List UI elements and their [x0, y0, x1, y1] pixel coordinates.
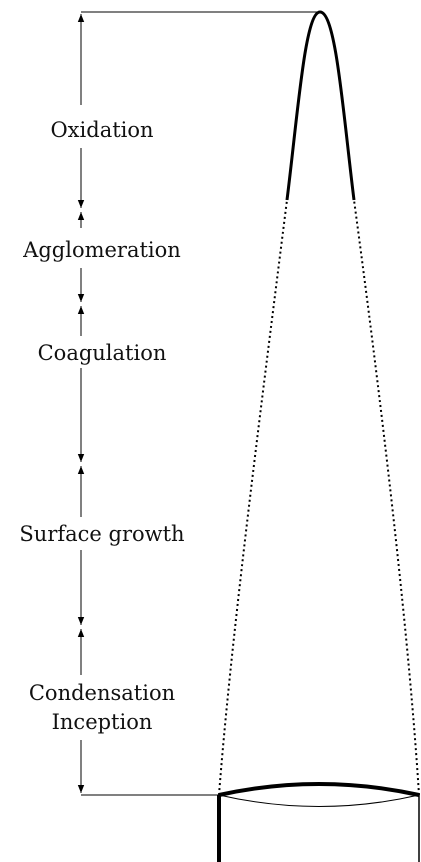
- stage-label-condensation: Condensation: [29, 681, 175, 705]
- flame-right-dotted-edge: [353, 199, 420, 796]
- stage-label-oxidation: Oxidation: [50, 118, 153, 142]
- stage-label-agglomeration: Agglomeration: [22, 238, 181, 262]
- flame-base-lower-arc: [218, 794, 420, 807]
- flame-tip: [285, 10, 356, 201]
- stage-label-surface-growth: Surface growth: [19, 522, 184, 546]
- burner-nozzle: [217, 795, 420, 862]
- flame-left-dotted-edge: [218, 199, 288, 796]
- flame-base-upper-arc: [218, 782, 420, 797]
- stage-label-coagulation: Coagulation: [38, 341, 167, 365]
- stage-label-inception: Inception: [52, 710, 153, 734]
